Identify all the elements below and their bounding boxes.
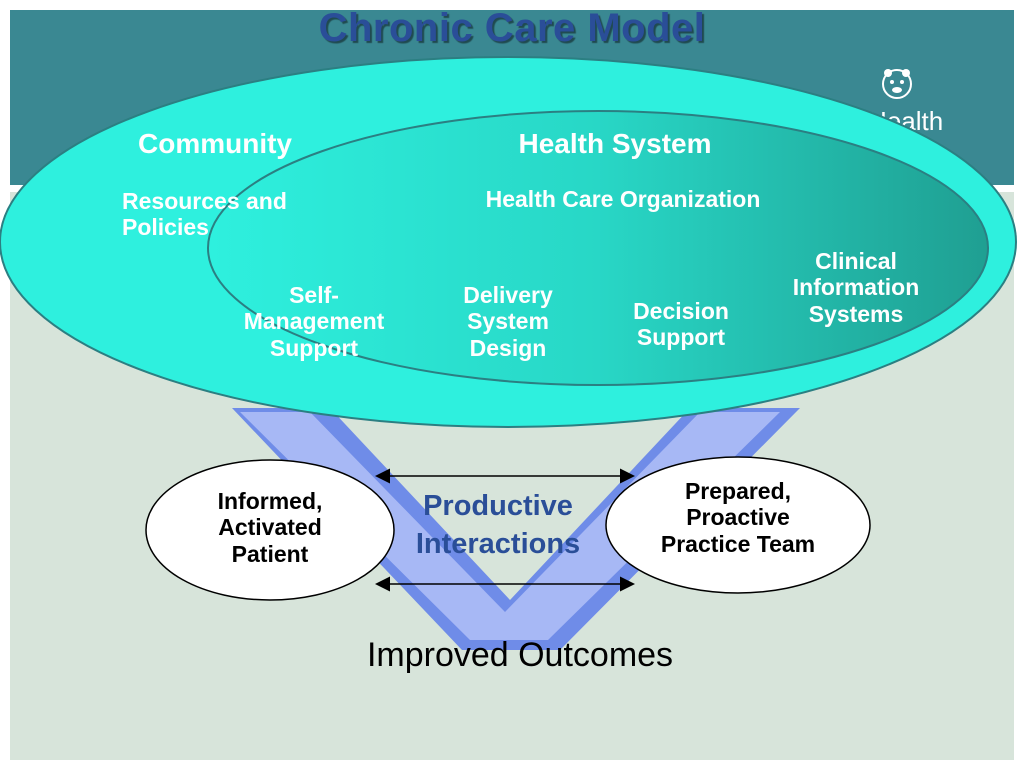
health-system-label: Health System [518, 128, 712, 159]
component-line: Systems [808, 300, 904, 327]
component-decision-support: Decision Support [610, 298, 752, 351]
component-line: Support [636, 324, 726, 351]
interactions-line: Productive [423, 490, 573, 522]
community-sublabel: Resources and Policies [122, 188, 362, 241]
component-line: Information [792, 274, 920, 301]
patient-label: Informed, Activated Patient [168, 488, 372, 567]
team-ellipse [605, 456, 871, 594]
component-line: Design [469, 334, 547, 361]
component-line: System [467, 308, 549, 335]
patient-ellipse [145, 459, 395, 601]
productive-interactions-label: Productive Interactions [390, 488, 606, 563]
patient-line: Activated [218, 514, 322, 541]
team-label: Prepared, Proactive Practice Team [626, 478, 850, 557]
team-line: Practice Team [660, 530, 816, 557]
component-clinical-info: Clinical Information Systems [770, 248, 942, 327]
page-title: Chronic Care Model [318, 6, 706, 50]
component-line: Decision [633, 298, 729, 324]
component-line: Support [269, 334, 359, 361]
health-system-ellipse [207, 110, 989, 386]
health-care-org-label: Health Care Organization [485, 186, 761, 212]
component-self-management: Self- Management Support [224, 282, 404, 361]
interactions-line: Interactions [415, 527, 581, 560]
community-label: Community [138, 128, 292, 159]
team-line: Prepared, [684, 478, 792, 504]
community-sublabel-line2: Policies [122, 214, 209, 241]
component-line: Self- [289, 282, 339, 308]
patient-line: Patient [231, 540, 309, 567]
component-line: Management [243, 308, 385, 335]
patient-line: Informed, [217, 488, 323, 514]
community-sublabel-line1: Resources and [122, 188, 287, 214]
outcome-arrow-highlight [240, 412, 780, 640]
team-line: Proactive [686, 504, 790, 531]
bear-icon [882, 69, 912, 99]
improved-outcomes-label: Improved Outcomes [366, 636, 674, 674]
component-delivery-system: Delivery System Design [440, 282, 576, 361]
component-line: Clinical [815, 248, 897, 274]
component-line: Delivery [463, 282, 553, 308]
